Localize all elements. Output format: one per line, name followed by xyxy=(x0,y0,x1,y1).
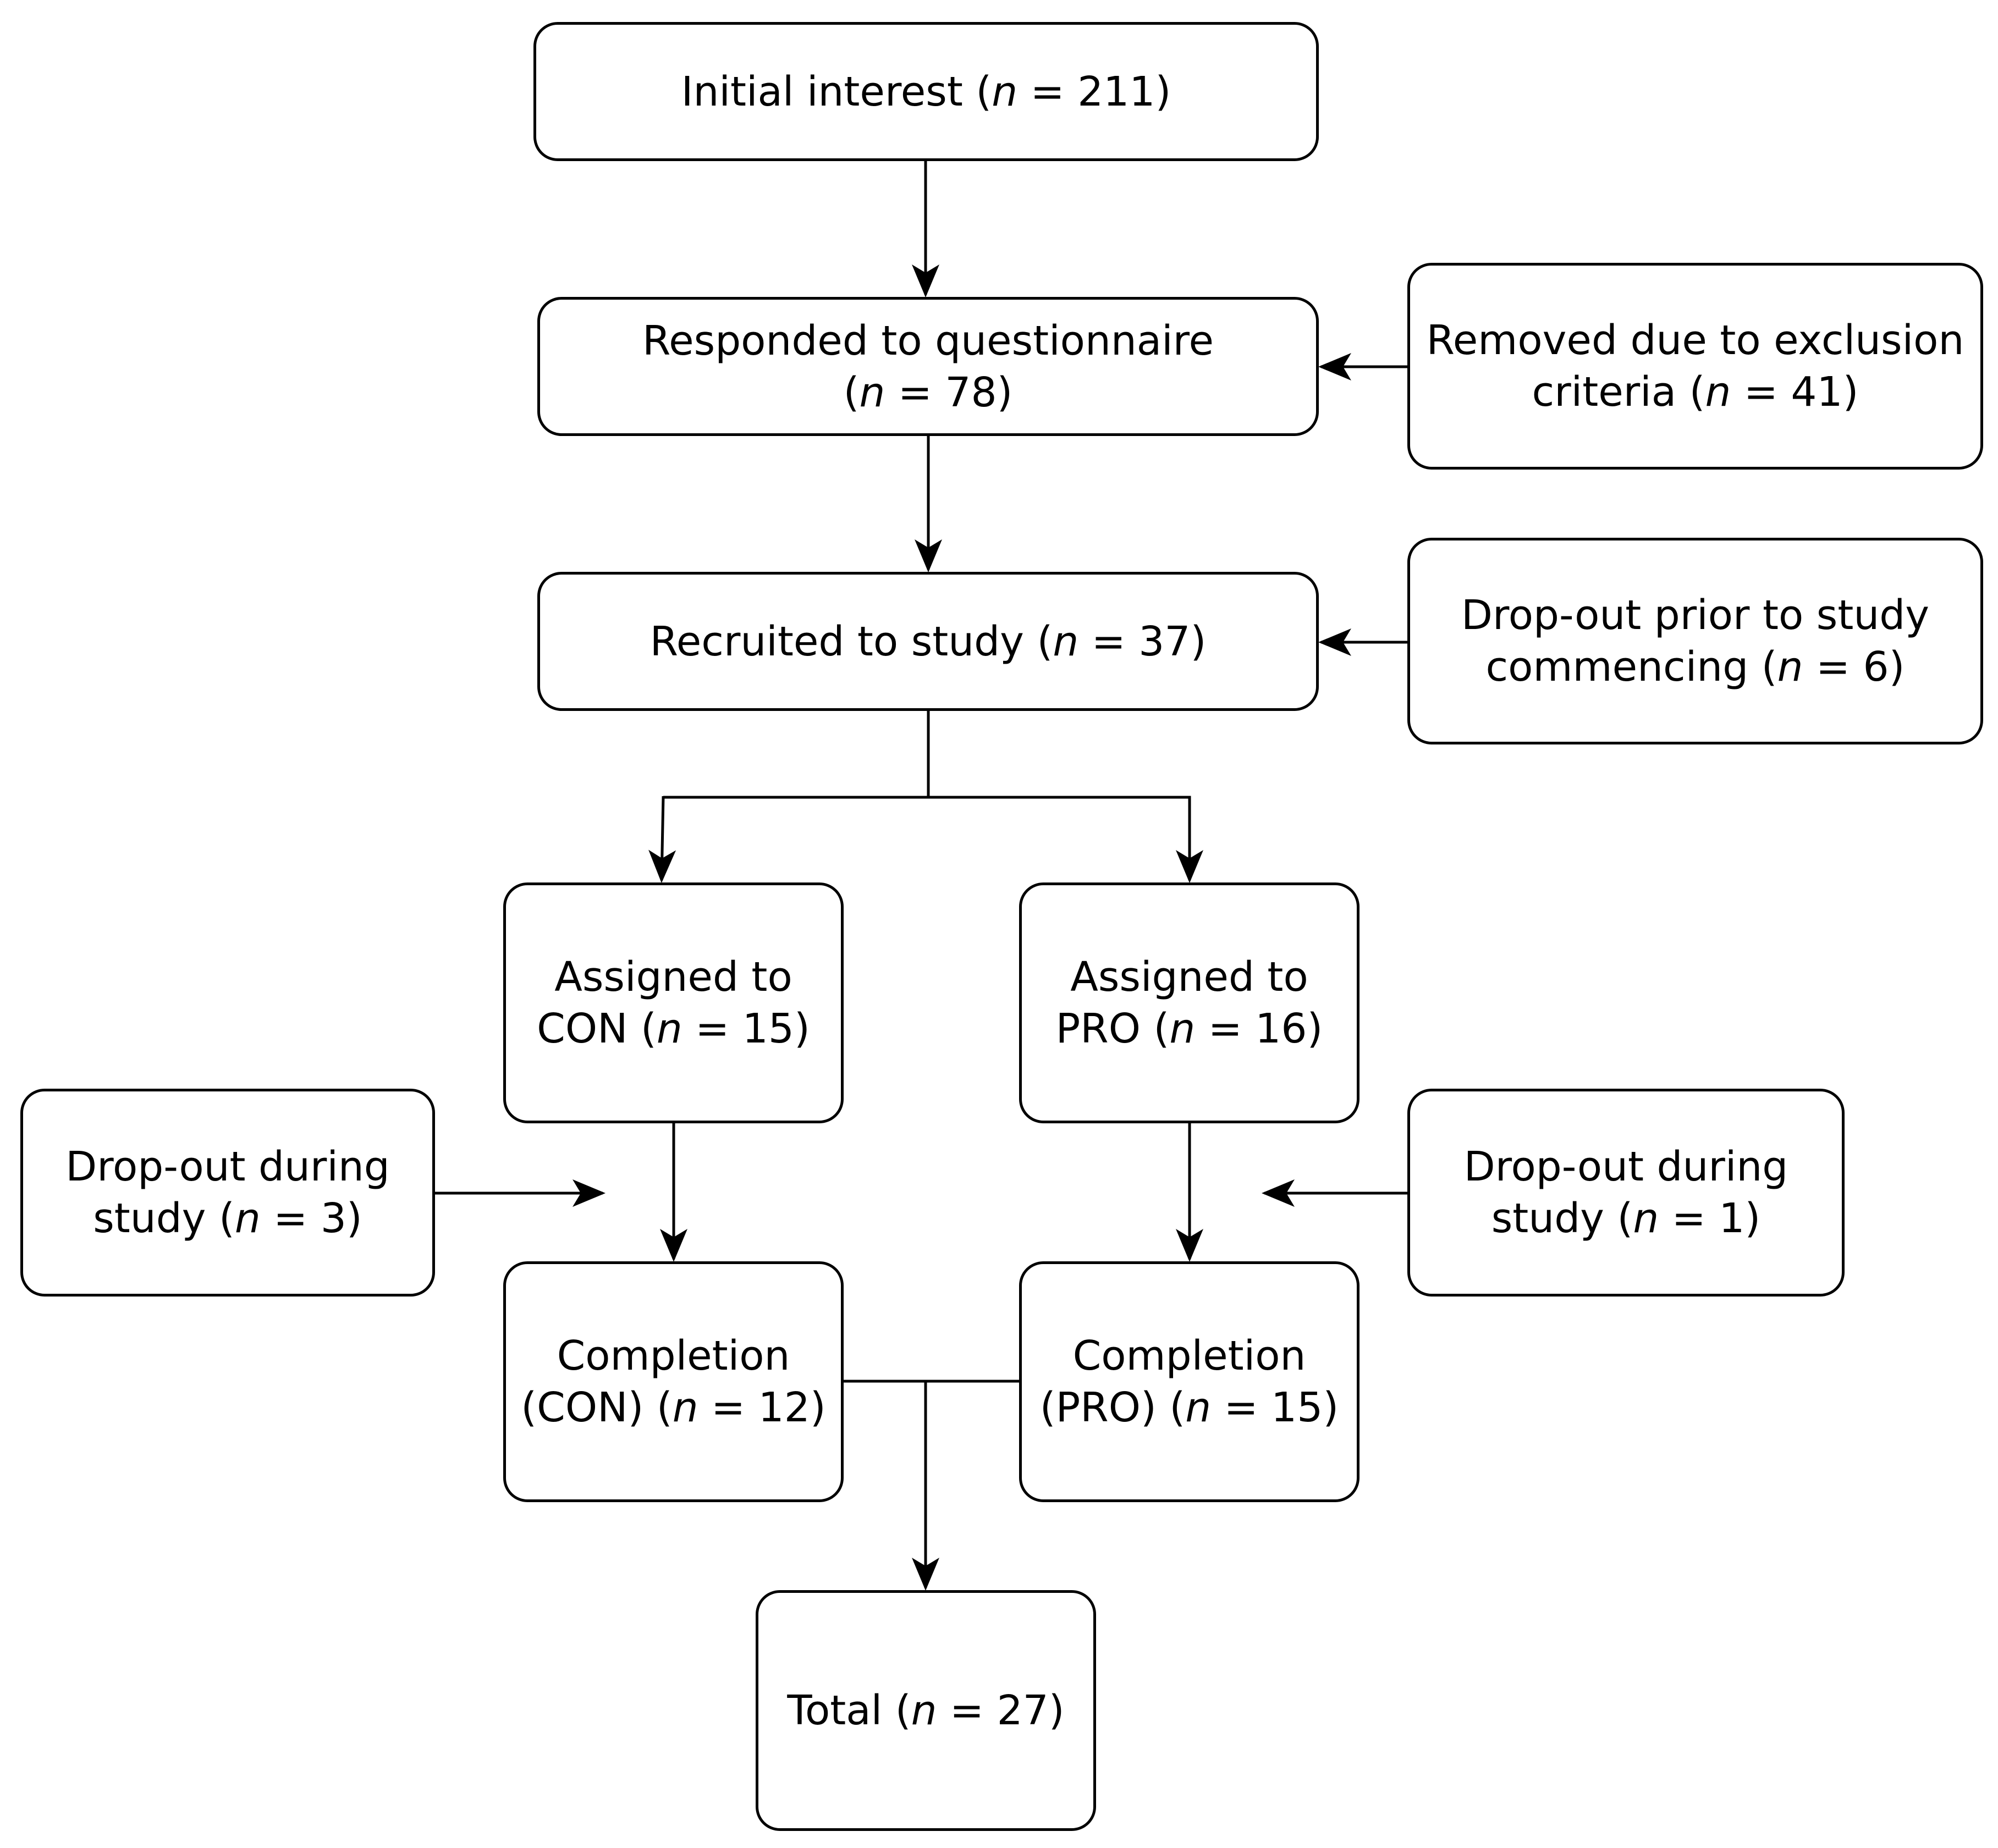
node-label: Responded to questionnaire(n = 78) xyxy=(642,315,1214,418)
sample-size-symbol: n xyxy=(1777,643,1803,691)
node-label-text: = 41) xyxy=(1731,368,1859,416)
node-label: Initial interest (n = 211) xyxy=(681,66,1171,118)
node-label-text: ( xyxy=(843,368,860,416)
sample-size-symbol: n xyxy=(1185,1384,1212,1431)
connector-recruited-split xyxy=(663,711,930,799)
node-responded-to-questionnaire: Responded to questionnaire(n = 78) xyxy=(537,297,1319,436)
node-label-text: = 15) xyxy=(682,1005,810,1052)
node-completion-pro: Completion(PRO) (n = 15) xyxy=(1019,1261,1359,1502)
node-label-text: study ( xyxy=(93,1195,235,1242)
node-label-text: = 15) xyxy=(1211,1384,1339,1431)
node-label-line: commencing (n = 6) xyxy=(1461,641,1929,693)
node-label-text: = 37) xyxy=(1078,617,1207,665)
node-label: Completion(PRO) (n = 15) xyxy=(1040,1330,1339,1433)
node-label-text: PRO ( xyxy=(1055,1005,1170,1052)
arrow-recruited-to-assigned-pro xyxy=(927,796,1203,883)
node-label-line: Initial interest (n = 211) xyxy=(681,66,1171,118)
node-total: Total (n = 27) xyxy=(756,1590,1096,1831)
node-label-text: = 12) xyxy=(698,1384,826,1431)
node-label-line: Assigned to xyxy=(1056,951,1323,1003)
node-label-line: Assigned to xyxy=(537,951,810,1003)
node-label-text: Assigned to xyxy=(1070,953,1308,1001)
node-label-text: Completion xyxy=(1072,1332,1306,1380)
node-label: Total (n = 27) xyxy=(787,1685,1064,1736)
node-label-text: Assigned to xyxy=(554,953,792,1001)
node-label-line: Drop-out prior to study xyxy=(1461,589,1929,641)
node-label-text: Initial interest ( xyxy=(681,68,992,115)
node-label-line: Removed due to exclusion xyxy=(1427,315,1964,366)
node-label-text: (PRO) ( xyxy=(1039,1384,1186,1431)
sample-size-symbol: n xyxy=(1169,1005,1196,1052)
node-completion-con: Completion(CON) (n = 12) xyxy=(503,1261,844,1502)
node-label-text: Recruited to study ( xyxy=(650,617,1053,665)
node-label-line: (n = 78) xyxy=(642,367,1214,418)
node-label-line: study (n = 3) xyxy=(65,1193,390,1244)
sample-size-symbol: n xyxy=(911,1687,937,1734)
node-label-line: (CON) (n = 12) xyxy=(521,1382,825,1433)
sample-size-symbol: n xyxy=(1053,617,1079,665)
node-label-text: = 3) xyxy=(260,1195,362,1242)
sample-size-symbol: n xyxy=(234,1195,261,1242)
node-label-text: study ( xyxy=(1491,1195,1633,1242)
node-label-text: = 27) xyxy=(937,1687,1065,1734)
node-label-line: study (n = 1) xyxy=(1464,1193,1788,1244)
sample-size-symbol: n xyxy=(992,68,1018,115)
node-label-line: PRO (n = 16) xyxy=(1056,1003,1323,1055)
node-label-line: Recruited to study (n = 37) xyxy=(650,616,1207,668)
sample-size-symbol: n xyxy=(1705,368,1731,416)
node-label-text: Drop-out prior to study xyxy=(1461,592,1930,639)
node-label-line: Completion xyxy=(521,1330,825,1382)
node-label-text: (CON) ( xyxy=(521,1384,673,1431)
node-label-text: Total ( xyxy=(787,1687,911,1734)
node-label-text: criteria ( xyxy=(1532,368,1705,416)
node-label-text: = 211) xyxy=(1017,68,1171,115)
node-label-text: = 6) xyxy=(1803,643,1905,691)
node-label-text: = 78) xyxy=(885,368,1013,416)
node-label-text: Responded to questionnaire xyxy=(642,317,1214,365)
node-label-text: Drop-out during xyxy=(1463,1143,1788,1190)
node-label-text: Drop-out during xyxy=(65,1143,390,1190)
node-label-text: Removed due to exclusion xyxy=(1426,317,1964,364)
node-label-text: Completion xyxy=(557,1332,790,1380)
node-label-line: Drop-out during xyxy=(65,1141,390,1193)
node-label-text: commencing ( xyxy=(1485,643,1777,691)
sample-size-symbol: n xyxy=(1633,1195,1659,1242)
node-label: Completion(CON) (n = 12) xyxy=(521,1330,825,1433)
node-label-line: Completion xyxy=(1040,1330,1339,1382)
node-recruited-to-study: Recruited to study (n = 37) xyxy=(537,572,1319,711)
node-label-line: Responded to questionnaire xyxy=(642,315,1214,367)
sample-size-symbol: n xyxy=(672,1384,698,1431)
node-label-line: Drop-out during xyxy=(1464,1141,1788,1193)
node-label-line: criteria (n = 41) xyxy=(1427,366,1964,418)
node-label-text: = 16) xyxy=(1195,1005,1323,1052)
node-label-text: = 1) xyxy=(1659,1195,1761,1242)
node-label-line: Total (n = 27) xyxy=(787,1685,1064,1736)
node-label-text: CON ( xyxy=(537,1005,657,1052)
sample-size-symbol: n xyxy=(859,368,885,416)
node-label-line: CON (n = 15) xyxy=(537,1003,810,1055)
sample-size-symbol: n xyxy=(656,1005,682,1052)
node-label: Recruited to study (n = 37) xyxy=(650,616,1207,668)
node-label-line: (PRO) (n = 15) xyxy=(1040,1382,1339,1433)
node-initial-interest: Initial interest (n = 211) xyxy=(533,22,1319,161)
arrow-recruited-to-assigned-con xyxy=(648,796,676,883)
